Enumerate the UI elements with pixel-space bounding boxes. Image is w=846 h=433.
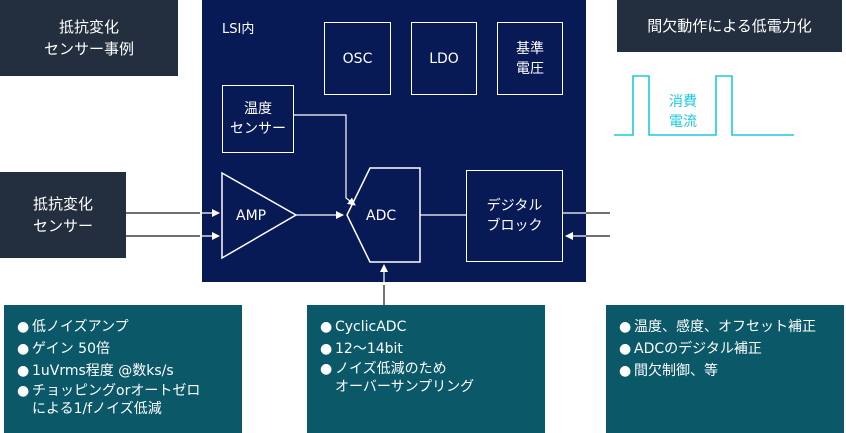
- box-line: センサー事例: [43, 40, 134, 58]
- lsi-chip: [202, 0, 586, 282]
- bullet-icon: ●: [320, 361, 333, 377]
- feature-item: ●温度、感度、オフセット補正: [619, 316, 844, 338]
- intermittent-low-power-box: 間欠動作による低電力化: [617, 0, 842, 52]
- bullet-icon: ●: [619, 341, 632, 357]
- feature-text: 12～14bit: [335, 341, 403, 357]
- ref-line: 電圧: [516, 60, 544, 77]
- bullet-icon: ●: [320, 319, 333, 335]
- osc-label: OSC: [342, 50, 373, 67]
- feature-item: ●間欠制御、等: [619, 360, 844, 382]
- temperature-sensor-block: 温度 センサー: [222, 85, 294, 153]
- current-pulse-waveform: [614, 75, 794, 136]
- digital-block: デジタル ブロック: [466, 170, 563, 262]
- digital-feature-panel: ●温度、感度、オフセット補正 ●ADCのデジタル補正 ●間欠制御、等: [606, 305, 844, 433]
- feature-text: CyclicADC: [335, 319, 407, 335]
- feature-text: 温度、感度、オフセット補正: [634, 319, 816, 335]
- temp-line: 温度: [244, 101, 272, 117]
- adc-feature-panel: ●CyclicADC ●12～14bit ●ノイズ低減のため オーバーサンプリン…: [307, 305, 545, 433]
- current-consumption-label: 消費 電流: [660, 92, 706, 132]
- adc-shape: [346, 167, 421, 263]
- bullet-icon: ●: [17, 319, 30, 335]
- amp-label: AMP: [236, 208, 266, 224]
- bullet-icon: ●: [619, 363, 632, 379]
- ldo-block: LDO: [411, 22, 477, 95]
- bullet-icon: ●: [17, 363, 30, 379]
- feature-item: ●12～14bit: [320, 338, 545, 360]
- feature-text: 低ノイズアンプ: [32, 319, 129, 335]
- amp-feature-panel: ●低ノイズアンプ ●ゲイン 50倍 ●1uVrms程度 @数ks/s ●チョッピ…: [4, 305, 242, 433]
- feature-text: 間欠制御、等: [634, 363, 718, 379]
- bullet-icon: ●: [320, 341, 333, 357]
- feature-item: ●低ノイズアンプ: [17, 316, 242, 338]
- feature-text: ノイズ低減のため オーバーサンプリング: [335, 361, 475, 395]
- bullet-icon: ●: [619, 319, 632, 335]
- feature-item: ●1uVrms程度 @数ks/s: [17, 360, 242, 382]
- feature-text: チョッピングorオートゼロ による1/fノイズ低減: [32, 383, 201, 417]
- resistive-sensor-examples-box: 抵抗変化 センサー事例: [0, 0, 178, 76]
- pulse-line: 電流: [669, 114, 697, 130]
- amp-triangle: [221, 171, 298, 260]
- feature-item: ●CyclicADC: [320, 316, 545, 338]
- ref-line: 基準: [516, 40, 544, 57]
- lsi-label: LSI内: [222, 22, 255, 37]
- feature-text: 1uVrms程度 @数ks/s: [32, 363, 174, 379]
- temp-to-adc-arrow: [294, 114, 356, 206]
- feature-item: ●ゲイン 50倍: [17, 338, 242, 360]
- feature-text: ゲイン 50倍: [32, 341, 110, 357]
- digital-line: デジタル: [486, 198, 543, 214]
- reference-voltage-block: 基準 電圧: [497, 22, 563, 95]
- adc-label: ADC: [366, 208, 396, 224]
- pulse-line: 消費: [669, 94, 697, 110]
- feature-item: ●ノイズ低減のため オーバーサンプリング: [320, 360, 545, 396]
- feature-text: ADCのデジタル補正: [634, 341, 762, 357]
- ldo-label: LDO: [429, 50, 459, 67]
- resistive-sensor-box: 抵抗変化 センサー: [0, 172, 126, 258]
- temp-line: センサー: [230, 121, 286, 137]
- digital-line: ブロック: [486, 218, 543, 234]
- feature-item: ●チョッピングorオートゼロ による1/fノイズ低減: [17, 382, 242, 418]
- feature-item: ●ADCのデジタル補正: [619, 338, 844, 360]
- box-line: センサー: [32, 217, 93, 235]
- osc-block: OSC: [324, 22, 391, 95]
- box-line: 抵抗変化: [32, 195, 93, 213]
- box-label: 間欠動作による低電力化: [647, 17, 812, 35]
- bullet-icon: ●: [17, 341, 30, 357]
- box-line: 抵抗変化: [58, 18, 119, 36]
- bullet-icon: ●: [17, 383, 30, 399]
